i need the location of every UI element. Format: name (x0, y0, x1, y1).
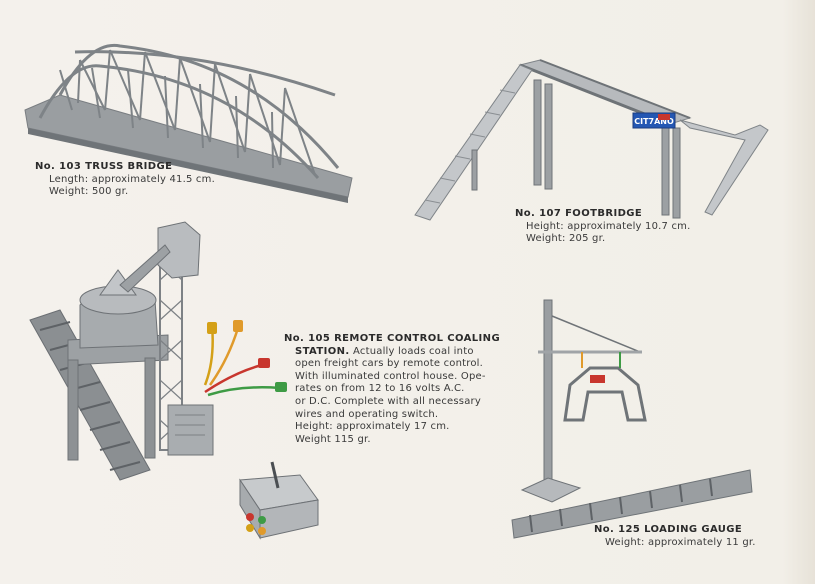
truss-bridge-weight: Weight: 500 gr. (49, 186, 129, 198)
coaling-station-title-cont: STATION. (295, 345, 350, 357)
loading-gauge-title: No. 125 LOADING GAUGE (594, 524, 743, 535)
footbridge-height: Height: approximately 10.7 cm. (526, 220, 691, 232)
coaling-station-desc-line: or D.C. Complete with all necessary (295, 395, 481, 407)
truss-bridge-caption: No. 103 TRUSS BRIDGE Length: approximate… (35, 161, 215, 199)
coaling-station-caption: No. 105 REMOTE CONTROL COALING STATION. … (284, 333, 500, 446)
truss-bridge-title: No. 103 TRUSS BRIDGE (35, 161, 173, 172)
coaling-station-desc-line: With illuminated control house. Ope- (295, 370, 486, 382)
footbridge-sign-text: CIT7ANO (634, 117, 674, 126)
coaling-station-desc-line: rates on from 12 to 16 volts A.C. (295, 383, 465, 395)
coaling-station-desc-line: wires and operating switch. (295, 408, 439, 420)
coaling-station-weight: Weight 115 gr. (295, 433, 371, 445)
coaling-station-illustration (29, 221, 319, 540)
truss-bridge-length: Length: approximately 41.5 cm. (49, 173, 215, 185)
loading-gauge-weight: Weight: approximately 11 gr. (605, 536, 756, 548)
footbridge-caption: No. 107 FOOTBRIDGE Height: approximately… (515, 208, 691, 246)
coaling-station-title: No. 105 REMOTE CONTROL COALING (284, 333, 501, 344)
loading-gauge-caption: No. 125 LOADING GAUGE Weight: approximat… (594, 524, 756, 549)
footbridge-illustration: CIT7ANO (414, 59, 769, 221)
footbridge-weight: Weight: 205 gr. (526, 233, 606, 245)
loading-gauge-illustration (511, 299, 753, 539)
truss-bridge-illustration (24, 43, 353, 203)
coaling-station-desc-first: Actually loads coal into (353, 345, 474, 357)
coaling-station-desc-line: open freight cars by remote control. (295, 358, 484, 370)
coaling-station-height: Height: approximately 17 cm. (295, 421, 450, 433)
footbridge-title: No. 107 FOOTBRIDGE (515, 208, 643, 219)
